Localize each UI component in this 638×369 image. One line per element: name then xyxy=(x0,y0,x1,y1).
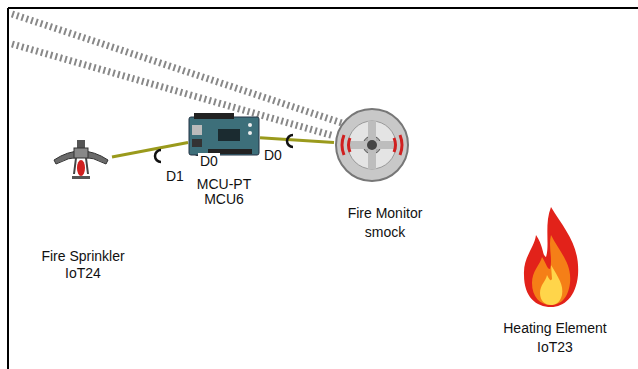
device-name: MCU6 xyxy=(204,191,244,208)
device-node: Fire SprinklerIoT24 xyxy=(50,138,112,188)
device-name: IoT23 xyxy=(537,339,573,356)
wireless-link xyxy=(12,14,345,124)
flame-icon xyxy=(520,205,582,310)
frame-left xyxy=(7,8,9,369)
cable xyxy=(112,142,188,157)
cable-connector xyxy=(155,150,161,162)
wireless-link xyxy=(12,44,334,136)
port-name: D1 xyxy=(164,168,186,185)
device-node: Fire Monitorsmock xyxy=(334,107,410,183)
sprinkler-icon xyxy=(50,138,112,188)
mcu-board-icon xyxy=(188,113,260,158)
cable xyxy=(260,138,334,143)
device-name: smock xyxy=(365,224,405,241)
frame-top xyxy=(8,7,638,9)
smoke-monitor-icon xyxy=(334,107,410,183)
device-node: Heating ElementIoT23 xyxy=(520,205,582,310)
device-type: Fire Sprinkler xyxy=(41,248,124,265)
port-name: D0 xyxy=(262,147,284,164)
port-name: D0 xyxy=(198,153,220,170)
cable-connector xyxy=(287,135,293,147)
device-type: MCU-PT xyxy=(197,176,251,193)
device-name: IoT24 xyxy=(65,265,101,282)
device-type: Fire Monitor xyxy=(348,205,423,222)
device-node: MCU-PTMCU6 xyxy=(188,113,260,158)
device-type: Heating Element xyxy=(503,320,607,337)
